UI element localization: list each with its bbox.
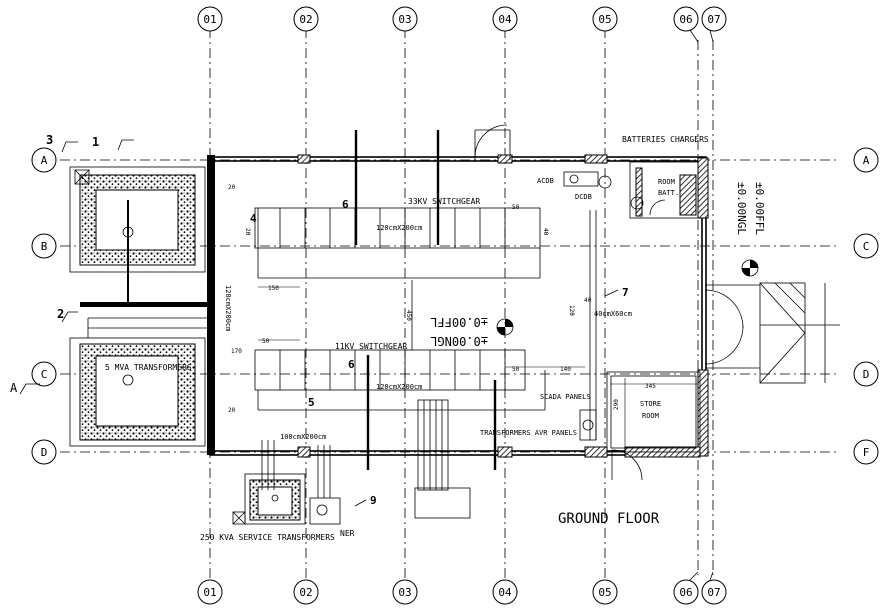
- col-label: 04: [498, 586, 512, 599]
- col-label: 06: [679, 13, 692, 26]
- level-markers: [496, 259, 759, 336]
- label-acdb: ACDB: [537, 177, 554, 185]
- top-door: [474, 124, 511, 160]
- label-trench-small: 100cmX200cm: [280, 433, 326, 441]
- section-mark: 2: [57, 307, 64, 321]
- row-bubbles-left: A B C D: [31, 147, 57, 465]
- transformer-bus-bars: [80, 200, 215, 338]
- dimensions: 20 20 20 150 170 50 50 50 140 40 40 120 …: [228, 184, 698, 448]
- transformer-bay-upper: [69, 166, 206, 273]
- callouts: 6 6 5 4 7 9: [250, 198, 629, 507]
- col-label: 07: [707, 13, 720, 26]
- col-label: 04: [498, 13, 512, 26]
- dim-label: 20: [228, 407, 236, 414]
- col-label: 06: [679, 586, 692, 599]
- label-ext-level-ngl: ±0.00NGL: [735, 182, 748, 235]
- col-label: 07: [707, 586, 720, 599]
- section-mark: 1: [92, 135, 99, 149]
- label-trench-upper: 120cmX200cm: [376, 224, 422, 232]
- label-dcdb: DCDB: [575, 193, 592, 201]
- row-label: D: [41, 446, 48, 459]
- dim-label: 450: [405, 310, 412, 321]
- col-label: 02: [299, 13, 312, 26]
- dim-label: 50: [262, 338, 270, 345]
- callout: 7: [622, 286, 629, 299]
- dim-label: 170: [231, 348, 242, 355]
- col-label: 02: [299, 586, 312, 599]
- dim-label: 50: [512, 366, 520, 373]
- dim-label: 150: [268, 285, 279, 292]
- transformer-bay-lower: [69, 337, 206, 447]
- cable-ducts: [411, 210, 597, 519]
- label-trench-vertical: 120cmX200cm: [224, 285, 232, 331]
- dim-label: 140: [560, 366, 571, 373]
- dim-label: 290: [613, 399, 620, 410]
- plan-labels: 33KV SWITCHGEAR 11KV SWITCHGEAR 120cmX20…: [105, 135, 766, 542]
- dim-label: 20: [228, 184, 236, 191]
- row-label: A: [863, 154, 870, 167]
- col-label: 05: [598, 13, 611, 26]
- section-mark: 3: [46, 133, 53, 147]
- callout: 6: [342, 198, 349, 211]
- col-label: 01: [203, 586, 216, 599]
- label-33kv-switchgear: 33KV SWITCHGEAR: [408, 197, 480, 206]
- callout: 9: [370, 494, 377, 507]
- dim-label: 20: [244, 228, 251, 236]
- service-transformer: [232, 440, 341, 525]
- col-label: 01: [203, 13, 216, 26]
- column-bubbles-bottom: 01 02 03 04 05 06 07: [197, 571, 727, 605]
- label-trench-lower: 120cmX200cm: [376, 383, 422, 391]
- label-room-batt: ROOM: [658, 178, 675, 186]
- label-store-room: STORE: [640, 400, 661, 408]
- main-entrance: [704, 282, 840, 384]
- label-transformers-avr: TRANSFORMERS AVR PANELS: [480, 429, 577, 437]
- label-ngl-level: ±0.00NGL: [430, 334, 488, 348]
- row-label: D: [863, 368, 870, 381]
- row-label: B: [41, 240, 48, 253]
- section-marks: 3 1 2 A: [10, 133, 134, 395]
- row-bubbles-right: A C D F: [853, 147, 879, 465]
- col-label: 05: [598, 586, 611, 599]
- col-label: 03: [398, 13, 411, 26]
- switchgear-11kv-cells: [279, 350, 506, 390]
- label-ner: NER: [340, 529, 355, 538]
- callout: 4: [250, 212, 257, 225]
- section-mark: A: [10, 381, 18, 395]
- label-11kv-switchgear: 11KV SWITCHGEAR: [335, 342, 407, 351]
- label-batteries-chargers: BATTERIES CHARGERS: [622, 135, 709, 144]
- label-room-batt: BATT.: [658, 189, 679, 197]
- store-room: [579, 371, 701, 481]
- switchgear-33kv: [254, 130, 541, 279]
- label-scada-panels: SCADA PANELS: [540, 393, 591, 401]
- dim-label: 40: [584, 297, 592, 304]
- label-ffl-level: ±0.00FFL: [430, 315, 488, 329]
- dim-label: 50: [512, 204, 520, 211]
- callout: 5: [308, 396, 315, 409]
- dim-label: 120: [568, 305, 575, 316]
- label-5mva-transformers: 5 MVA TRANSFORMERS: [105, 363, 192, 372]
- col-label: 03: [398, 586, 411, 599]
- label-opening: 40cmX60cm: [594, 310, 632, 318]
- dim-label: 345: [645, 383, 656, 390]
- label-ground-floor: GROUND FLOOR: [558, 511, 660, 527]
- battery-room: [563, 161, 699, 219]
- grid-lines: [60, 28, 840, 580]
- column-bubbles-top: 01 02 03 04 05 06 07: [197, 6, 727, 43]
- switchgear-33kv-cells: [279, 208, 506, 248]
- label-ext-level-ffl: ±0.00FFL: [753, 182, 766, 235]
- row-label: F: [863, 446, 870, 459]
- callout: 6: [348, 358, 355, 371]
- row-label: C: [863, 240, 870, 253]
- label-service-transformers: 250 KVA SERVICE TRANSFORMERS: [200, 533, 335, 542]
- row-label: A: [41, 154, 48, 167]
- row-label: C: [41, 368, 48, 381]
- label-store-room: ROOM: [642, 412, 659, 420]
- switchgear-11kv: [254, 349, 546, 470]
- dim-label: 40: [542, 228, 549, 236]
